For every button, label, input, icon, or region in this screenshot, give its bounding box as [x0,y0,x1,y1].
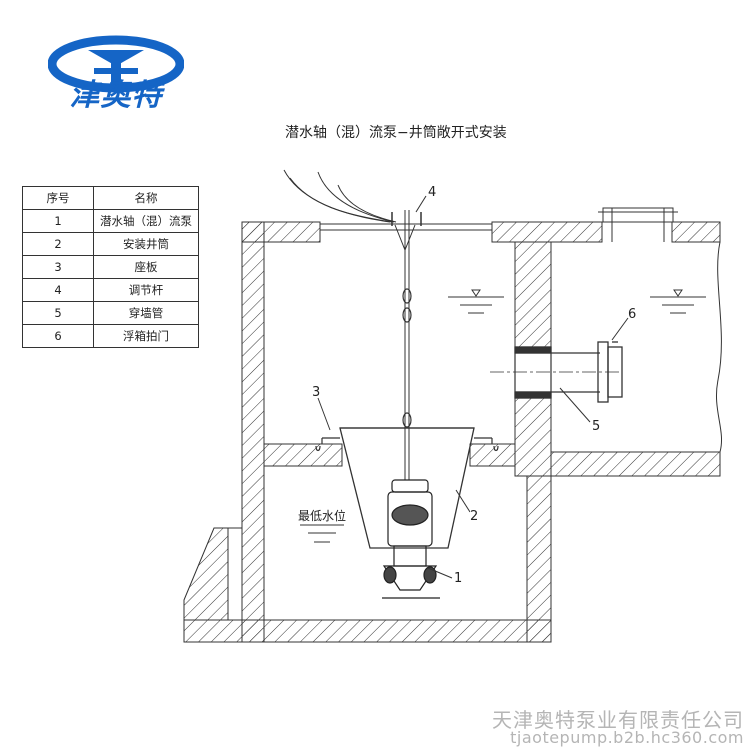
callout-4: 4 [428,185,436,200]
header-name: 名称 [93,186,199,210]
row-name: 穿墙管 [93,301,199,325]
seat-plate [315,437,499,452]
row-name: 安装井筒 [93,232,199,256]
company-logo-icon [48,35,184,93]
logo-text: 津奥特 [69,78,163,113]
wall-pipe [490,346,620,399]
row-name: 调节杆 [93,278,199,302]
flap-valve [597,341,623,403]
row-name: 座板 [93,255,199,279]
vent-pipe [598,207,678,242]
table-row: 3 座板 [22,255,199,279]
table-row: 1 潜水轴（混）流泵 [22,209,199,233]
callout-1: 1 [454,571,462,586]
callout-leaders [317,195,629,579]
callout-5: 5 [592,419,600,434]
table-header-row: 序号 名称 [22,186,199,210]
row-name: 潜水轴（混）流泵 [93,209,199,233]
row-index: 6 [22,324,94,348]
submersible-pump [382,479,440,599]
parts-table: 序号 名称 1 潜水轴（混）流泵 2 安装井筒 3 座板 4 调节杆 5 穿墙管… [22,186,199,348]
power-cables [283,169,397,223]
row-index: 3 [22,255,94,279]
callout-2: 2 [470,509,478,524]
water-level-symbols [300,289,706,543]
table-row: 2 安装井筒 [22,232,199,256]
table-row: 6 浮箱拍门 [22,324,199,348]
company-url: tjaotepump.b2b.hc360.com [510,728,744,747]
row-index: 4 [22,278,94,302]
row-index: 2 [22,232,94,256]
diagram-title: 潜水轴（混）流泵−井筒敞开式安装 [285,125,507,141]
water-level-label: 最低水位 [298,508,346,523]
concrete-structure [183,221,721,643]
installation-cylinder [339,427,475,549]
adjusting-rod [391,210,422,480]
company-name: 天津奥特泵业有限责任公司 [492,708,744,732]
callout-3: 3 [312,385,320,400]
table-row: 4 调节杆 [22,278,199,302]
callout-6: 6 [628,307,636,322]
installation-drawing: 1 2 3 4 5 6 最低水位 [183,169,722,643]
table-row: 5 穿墙管 [22,301,199,325]
row-name: 浮箱拍门 [93,324,199,348]
